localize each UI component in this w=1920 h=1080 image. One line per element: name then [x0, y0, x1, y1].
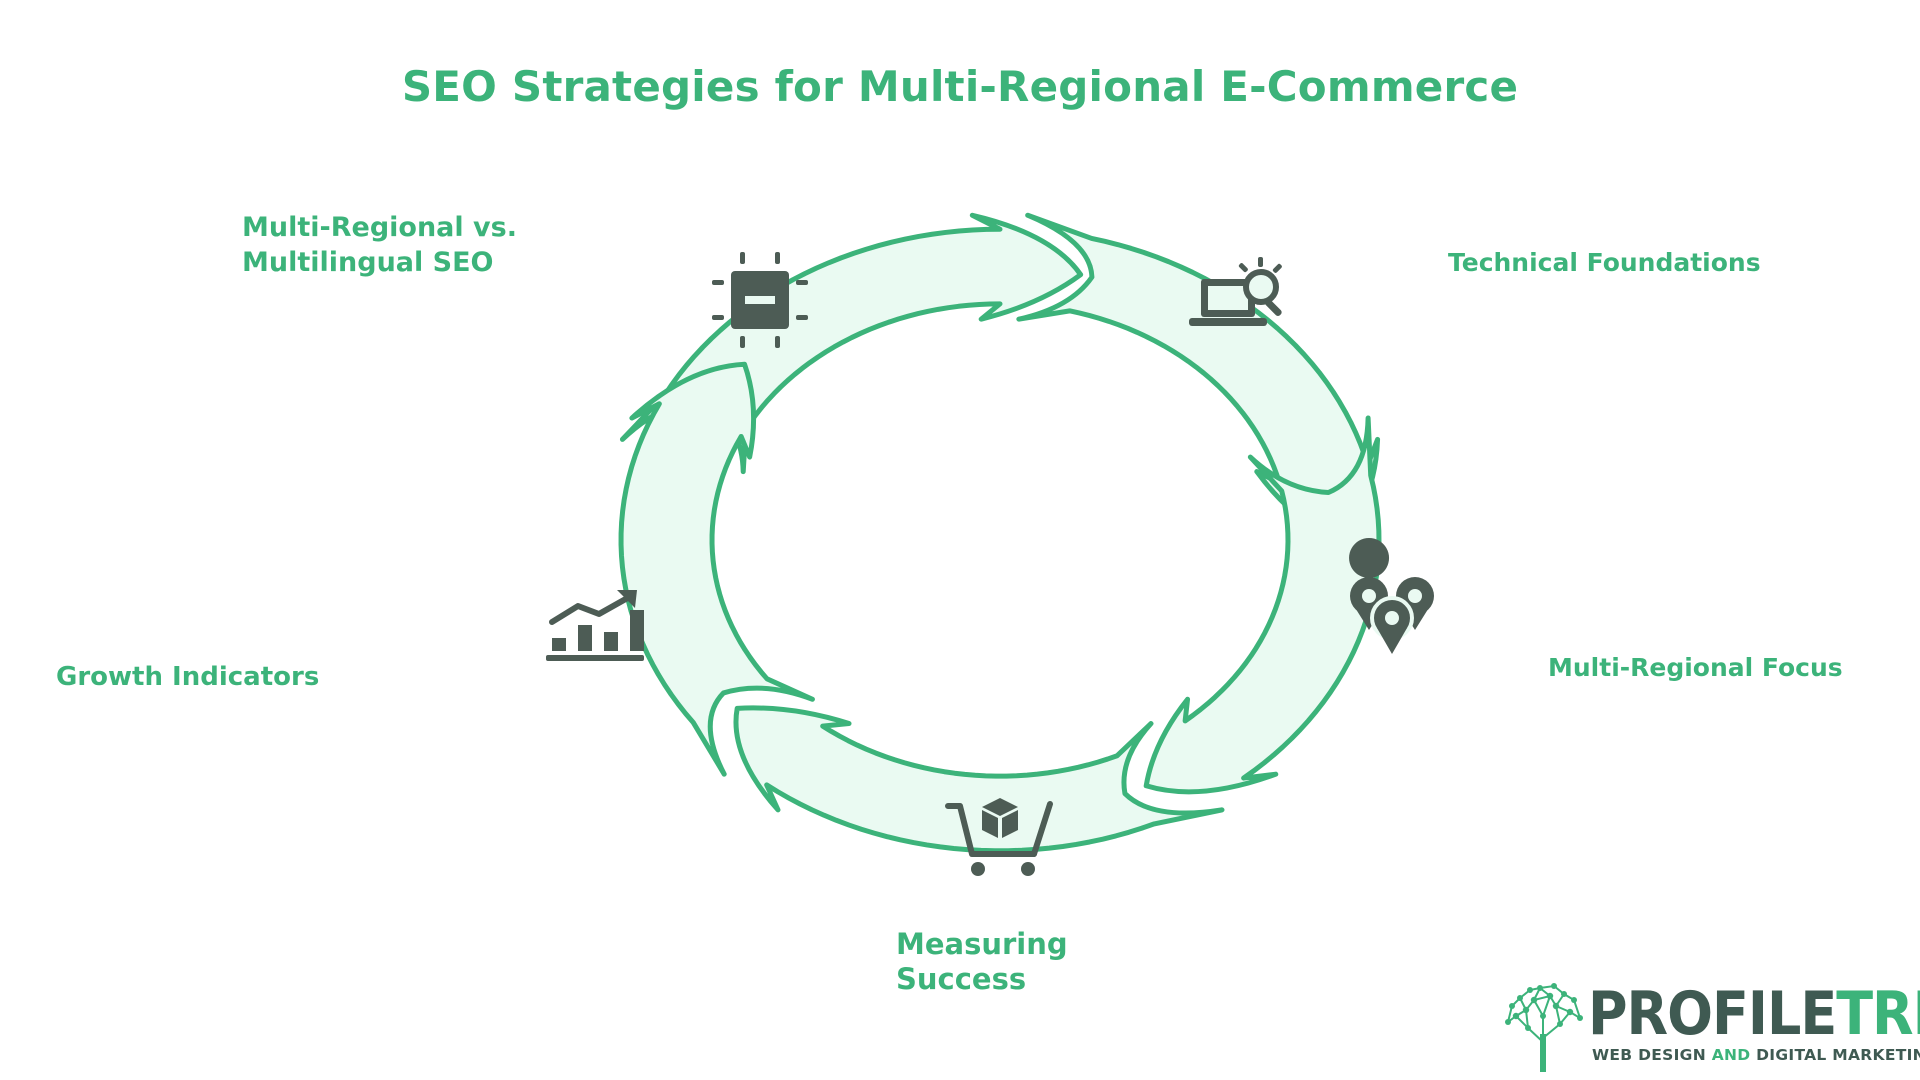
label-line: Multi-Regional Focus	[1548, 653, 1843, 682]
step-label-growth-indicators: Growth Indicators	[56, 660, 319, 695]
label-line: Multilingual SEO	[242, 247, 494, 278]
laptop-search-icon	[1189, 257, 1282, 326]
profiletree-logo: PROFILETREE WEB DESIGN AND DIGITAL MARKE…	[1500, 982, 1920, 1072]
label-line: Growth Indicators	[56, 662, 320, 692]
label-line: Technical Foundations	[1448, 248, 1761, 277]
map-pins-icon	[1349, 538, 1434, 654]
logo-tagline: WEB DESIGN AND DIGITAL MARKETING	[1592, 1046, 1920, 1064]
shopping-cart-icon	[945, 798, 1053, 876]
label-line: Multi-Regional vs.	[242, 212, 517, 243]
label-line: Success	[896, 962, 1027, 996]
logo-tag-part1: WEB DESIGN	[1592, 1046, 1706, 1064]
diagram-title: SEO Strategies for Multi-Regional E-Comm…	[401, 62, 1519, 111]
cycle-arrow-segment	[618, 361, 815, 777]
logo-tag-part2: AND	[1711, 1046, 1751, 1064]
tree-network-icon	[1505, 983, 1583, 1072]
label-line: Measuring	[896, 927, 1068, 961]
cpu-chip-icon	[712, 252, 808, 348]
cycle-ring	[618, 212, 1382, 854]
cycle-arrow-segment	[1143, 415, 1382, 795]
step-label-multi-regional-focus: Multi-Regional Focus	[1548, 650, 1843, 685]
step-label-multi-regional-vs-multilingual: Multi-Regional vs. Multilingual SEO	[242, 210, 517, 280]
step-label-technical-foundations: Technical Foundations	[1448, 245, 1761, 280]
growth-chart-icon	[546, 590, 644, 661]
cycle-arrow-segment	[733, 705, 1225, 854]
step-label-measuring-success: Measuring Success	[896, 927, 1068, 997]
logo-tag-part3: DIGITAL MARKETING	[1756, 1046, 1920, 1064]
cycle-arrow-segment	[1016, 212, 1381, 543]
logo-word-part1: PROFILE	[1588, 979, 1837, 1049]
logo-word-part2: TREE	[1836, 979, 1920, 1049]
logo-wordmark: PROFILETREE	[1588, 982, 1920, 1046]
